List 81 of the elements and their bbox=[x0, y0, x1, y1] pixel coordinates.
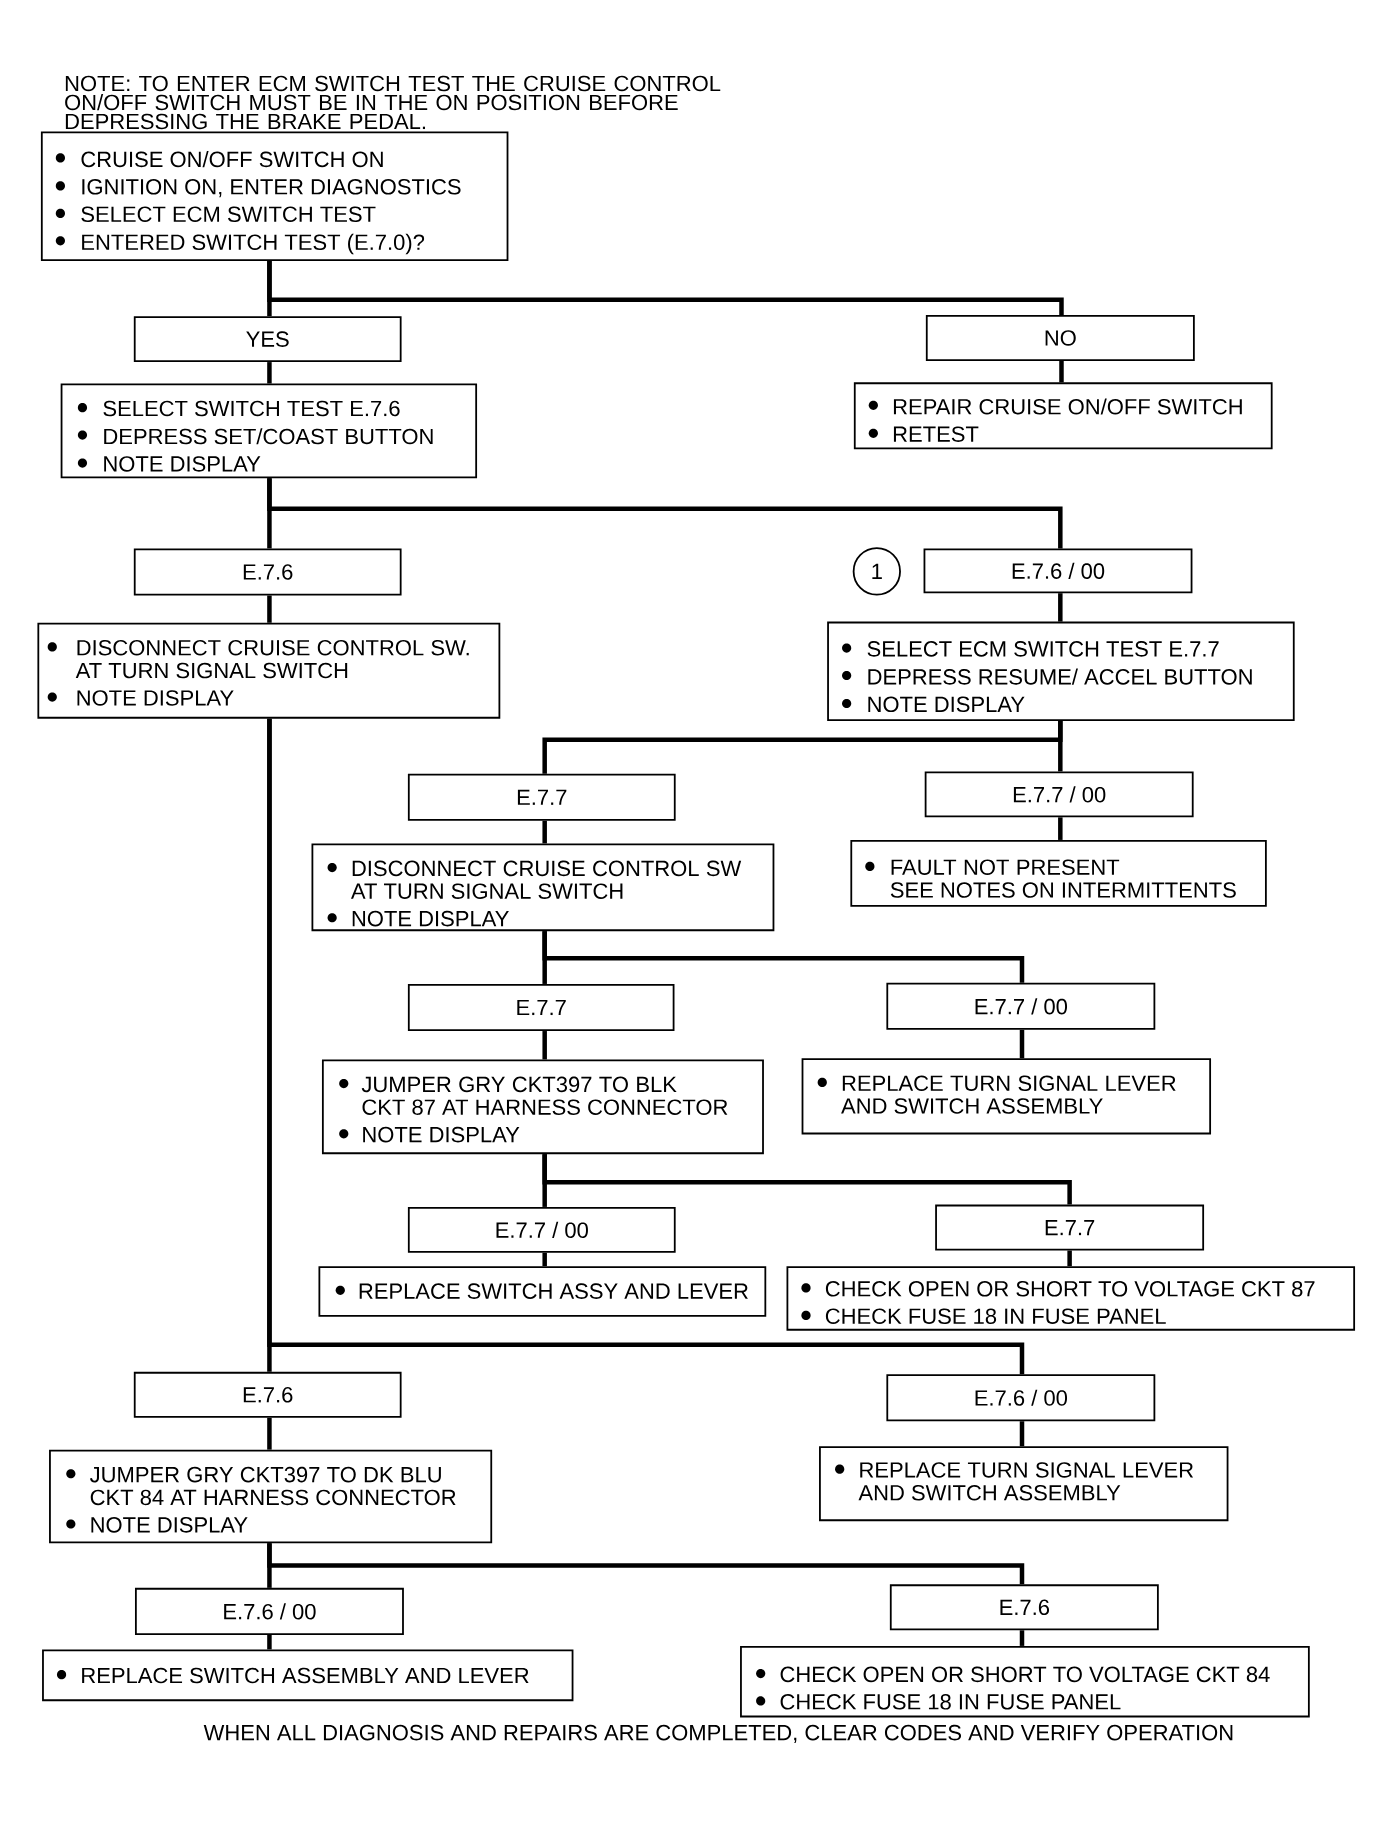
connector-line bbox=[266, 1417, 272, 1450]
connector-line bbox=[266, 1543, 1025, 1585]
connector-line bbox=[542, 1154, 1072, 1205]
result-box: E.7.7 / 00 bbox=[924, 771, 1194, 818]
instruction-text: NOTE DISPLAY bbox=[104, 456, 261, 472]
instruction-text: CHECK FUSE 18 IN FUSE PANEL bbox=[825, 1308, 1166, 1324]
connector-line bbox=[542, 820, 547, 844]
result-box: NO bbox=[925, 315, 1195, 361]
instruction-text: REPLACE TURN SIGNAL LEVER AND SWITCH ASSEMBLY bbox=[840, 1075, 1176, 1114]
instruction-text: CRUISE ON/OFF SWITCH ON bbox=[81, 151, 383, 168]
instruction-text: NOTE DISPLAY bbox=[91, 1517, 248, 1533]
instruction-box bbox=[739, 1645, 1310, 1718]
connector-line bbox=[1019, 1029, 1025, 1059]
result-box: E.7.6 bbox=[133, 548, 402, 596]
instruction-text: SELECT ECM SWITCH TEST bbox=[81, 206, 376, 222]
instruction-text: NOTE DISPLAY bbox=[352, 910, 509, 927]
instruction-box bbox=[818, 1446, 1229, 1522]
instruction-text: CHECK OPEN OR SHORT TO VOLTAGE CKT 84 bbox=[780, 1666, 1270, 1683]
instruction-text: NOTE DISPLAY bbox=[363, 1126, 520, 1143]
instruction-text: REPAIR CRUISE ON/OFF SWITCH bbox=[893, 398, 1242, 415]
instruction-text: REPLACE TURN SIGNAL LEVER AND SWITCH ASSEMBLY bbox=[858, 1462, 1193, 1501]
result-box: YES bbox=[133, 316, 402, 363]
connector-line bbox=[1057, 817, 1063, 840]
instruction-text: DEPRESS SET/COAST BUTTON bbox=[104, 428, 433, 445]
connector-line bbox=[542, 1031, 547, 1060]
connector-line bbox=[266, 1634, 272, 1650]
callout-number: 1 bbox=[852, 547, 901, 596]
result-box: E.7.6 bbox=[133, 1371, 402, 1418]
instruction-box bbox=[37, 622, 501, 719]
instruction-text: FAULT NOT PRESENT SEE NOTES ON INTERMITTENTS bbox=[890, 859, 1236, 898]
instruction-text: DEPRESS RESUME/ ACCEL BUTTON bbox=[868, 668, 1252, 685]
connector-line bbox=[266, 261, 1064, 315]
connector-line bbox=[266, 718, 1025, 1375]
instruction-text: RETEST bbox=[893, 426, 979, 442]
instruction-box bbox=[41, 1649, 574, 1702]
instruction-text: JUMPER GRY CKT397 TO BLK CKT 87 AT HARNESS CONNECTOR bbox=[361, 1076, 728, 1115]
instruction-box bbox=[318, 1266, 766, 1317]
instruction-box bbox=[40, 131, 509, 262]
instruction-text: NOTE DISPLAY bbox=[868, 696, 1025, 713]
result-box: E.7.6 / 00 bbox=[886, 1374, 1156, 1422]
instruction-box bbox=[786, 1266, 1355, 1331]
connector-line bbox=[1019, 1630, 1025, 1646]
result-box: E.7.6 / 00 bbox=[923, 548, 1193, 594]
instruction-box bbox=[48, 1449, 492, 1544]
instruction-text: CHECK FUSE 18 IN FUSE PANEL bbox=[780, 1694, 1121, 1710]
result-box: E.7.7 / 00 bbox=[886, 982, 1156, 1030]
connector-line bbox=[1019, 1421, 1025, 1447]
instruction-text: REPLACE SWITCH ASSY AND LEVER bbox=[359, 1283, 748, 1299]
connector-line bbox=[266, 478, 1063, 549]
instruction-text: SELECT ECM SWITCH TEST E.7.7 bbox=[867, 641, 1219, 657]
instruction-text: JUMPER GRY CKT397 TO DK BLU CKT 84 AT HARNESS CONNECTOR bbox=[89, 1466, 456, 1506]
result-box: E.7.7 bbox=[407, 773, 676, 821]
connector-line bbox=[542, 931, 1025, 983]
connector-line bbox=[266, 362, 272, 384]
connector-line bbox=[1059, 360, 1064, 383]
result-box: E.7.7 bbox=[407, 983, 675, 1032]
result-box: E.7.6 bbox=[889, 1584, 1159, 1631]
connector-line bbox=[1057, 593, 1063, 622]
instruction-text: ENTERED SWITCH TEST (E.7.0)? bbox=[81, 233, 424, 255]
result-box: E.7.7 / 00 bbox=[407, 1206, 676, 1253]
instruction-box bbox=[826, 621, 1295, 721]
connector-line bbox=[1067, 1250, 1072, 1267]
instruction-box bbox=[311, 843, 775, 932]
instruction-box bbox=[853, 382, 1273, 450]
instruction-box bbox=[60, 383, 477, 479]
instruction-box bbox=[801, 1058, 1211, 1135]
instruction-box bbox=[850, 839, 1267, 907]
instruction-box bbox=[321, 1059, 764, 1155]
instruction-text: NOTE DISPLAY bbox=[77, 690, 234, 706]
note-text: WHEN ALL DIAGNOSIS AND REPAIRS ARE COMPLETED, CLEAR CODES AND VERIFY OPERATION bbox=[203, 1724, 1233, 1743]
instruction-text: DISCONNECT CRUISE CONTROL SW AT TURN SIGNAL SWITCH bbox=[350, 860, 741, 899]
instruction-text: CHECK OPEN OR SHORT TO VOLTAGE CKT 87 bbox=[825, 1281, 1315, 1297]
instruction-text: IGNITION ON, ENTER DIAGNOSTICS bbox=[82, 179, 461, 198]
instruction-text: SELECT SWITCH TEST E.7.6 bbox=[103, 400, 400, 417]
result-box: E.7.7 bbox=[934, 1204, 1204, 1251]
connector-line bbox=[542, 1252, 547, 1267]
instruction-text: REPLACE SWITCH ASSEMBLY AND LEVER bbox=[81, 1667, 529, 1684]
result-box: E.7.6 / 00 bbox=[134, 1587, 404, 1635]
connector-line bbox=[1057, 720, 1063, 772]
connector-line bbox=[266, 595, 272, 623]
instruction-text: DISCONNECT CRUISE CONTROL SW. AT TURN SIGNAL SWITCH bbox=[75, 639, 469, 679]
